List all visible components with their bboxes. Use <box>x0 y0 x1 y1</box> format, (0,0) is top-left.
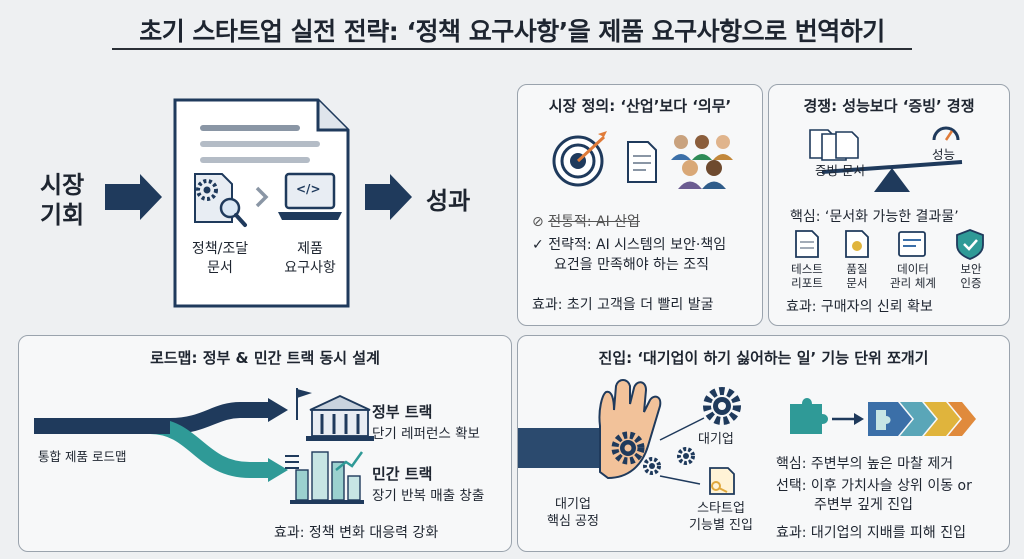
government-track-title: 정부 트랙 <box>372 403 433 421</box>
people-group-icon <box>671 135 733 189</box>
entry-effect: 효과: 대기업의 지배를 피해 진입 <box>776 525 966 541</box>
enterprise-gear-icon <box>659 387 741 485</box>
laptop-icon <box>278 172 342 220</box>
evidence-label: 증빙 문서 <box>815 163 865 178</box>
entry-title: 진입: ‘대기업이 하기 싫어하는 일’ 기능 단위 쪼개기 <box>598 349 929 367</box>
entry-choice: 선택: 이후 가치사슬 상위 이동 or 주변부 깊게 진입 <box>776 478 972 513</box>
strategic-definition: ✓ 전략적: AI 시스템의 보안·책임 요건을 만족해야 하는 조직 <box>532 237 727 273</box>
competition-title: 경쟁: 성능보다 ‘증빙’ 경쟁 <box>803 97 975 115</box>
puzzle-chevron-icon <box>790 398 976 436</box>
performance-label: 성능 <box>932 147 956 162</box>
competition-panel: 경쟁: 성능보다 ‘증빙’ 경쟁 <box>768 84 1010 326</box>
product-requirement-label: 제품 요구사항 <box>284 241 336 276</box>
certificate-icon <box>845 230 869 258</box>
output-arrow <box>365 174 412 220</box>
roadmap-title: 로드맵: 정부 & 민간 트랙 동시 설계 <box>150 349 380 367</box>
market-definition-panel: 시장 정의: ‘산업’보다 ‘의무’ <box>517 84 763 326</box>
core-process-label: 대기업 핵심 공정 <box>547 497 599 529</box>
startup-label: 스타트업 기능별 진입 <box>689 501 753 533</box>
gear-icon <box>611 431 661 475</box>
policy-document-label: 정책/조달 문서 <box>191 241 249 276</box>
government-building-icon <box>296 388 374 441</box>
competition-core: 핵심: ‘문서화 가능한 결과물’ <box>790 209 959 225</box>
balance-scale-icon <box>809 126 963 192</box>
government-track-desc: 단기 레퍼런스 확보 <box>372 426 480 442</box>
target-icon <box>552 131 607 187</box>
prohibited-icon: ⊘ <box>532 214 544 230</box>
entry-core: 핵심: 주변부의 높은 마찰 제거 <box>776 456 954 472</box>
data-management-icon <box>898 231 926 257</box>
market-definition-title: 시장 정의: ‘산업’보다 ‘의무’ <box>548 97 732 115</box>
page-title: 초기 스타트업 실전 전략: ‘정책 요구사항’을 제품 요구사항으로 번역하기 <box>139 17 885 46</box>
roadmap-panel: 로드맵: 정부 & 민간 트랙 동시 설계 <box>18 335 512 552</box>
startup-document-icon <box>709 467 735 495</box>
traditional-definition: ⊘ 전통적: AI 산업 <box>532 214 640 230</box>
code-glyph: </> <box>296 182 321 196</box>
shield-icon <box>956 229 984 260</box>
input-label: 시장 기회 <box>40 171 85 229</box>
market-effect: 효과: 초기 고객을 더 빨리 발굴 <box>532 297 714 313</box>
document-icon <box>627 141 657 183</box>
checkmark-icon: ✓ <box>532 237 544 253</box>
title-underline <box>112 48 912 50</box>
output-label: 성과 <box>426 187 471 215</box>
entry-panel: 진입: ‘대기업이 하기 싫어하는 일’ 기능 단위 쪼개기 <box>517 335 1010 552</box>
competition-effect: 효과: 구매자의 신뢰 확보 <box>786 299 933 315</box>
policy-document-icon <box>194 173 247 227</box>
roadmap-track-arrows <box>34 398 288 482</box>
city-growth-icon <box>285 451 364 504</box>
private-track-desc: 장기 반복 매출 창출 <box>372 488 485 504</box>
enterprise-label: 대기업 <box>698 432 734 447</box>
integrated-roadmap-label: 통합 제품 로드맵 <box>38 449 127 464</box>
roadmap-effect: 효과: 정책 변화 대응력 강화 <box>274 525 439 541</box>
report-icon <box>795 230 819 258</box>
private-track-title: 민간 트랙 <box>372 465 433 483</box>
chevron-right-icon <box>255 186 269 208</box>
input-arrow <box>105 174 162 220</box>
